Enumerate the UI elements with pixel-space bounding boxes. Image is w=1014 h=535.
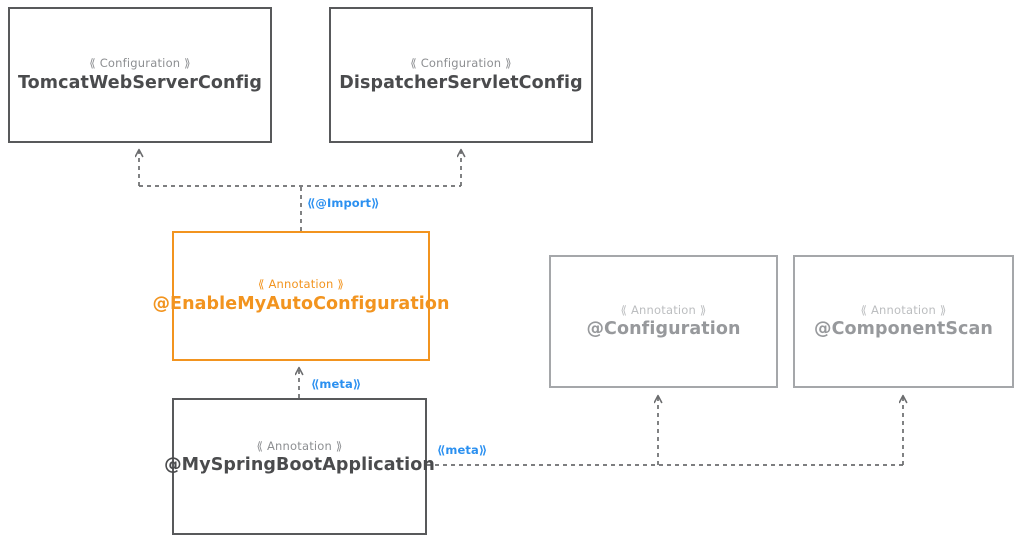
node-component-scan[interactable]: ⟪ Annotation ⟫ @ComponentScan — [793, 255, 1014, 388]
edge-label-meta-enable: ⟪meta⟫ — [311, 377, 362, 391]
node-stereotype: ⟪ Annotation ⟫ — [620, 302, 707, 317]
node-title: @EnableMyAutoConfiguration — [152, 293, 450, 314]
node-my-spring-boot-application[interactable]: ⟪ Annotation ⟫ @MySpringBootApplication — [164, 398, 435, 535]
edge-label-import: ⟪@Import⟫ — [307, 196, 380, 210]
node-title: DispatcherServletConfig — [339, 72, 583, 93]
node-stereotype: ⟪ Configuration ⟫ — [89, 56, 191, 71]
edge-import — [139, 150, 461, 231]
node-title: @MySpringBootApplication — [164, 455, 435, 476]
edge-label-meta-right: ⟪meta⟫ — [437, 443, 488, 457]
node-enable-my-auto-configuration[interactable]: ⟪ Annotation ⟫ @EnableMyAutoConfiguratio… — [152, 231, 449, 361]
node-stereotype: ⟪ Annotation ⟫ — [860, 302, 947, 317]
node-tomcat-web-server-config[interactable]: ⟪ Configuration ⟫ TomcatWebServerConfig — [8, 7, 272, 143]
node-stereotype: ⟪ Annotation ⟫ — [256, 438, 343, 453]
node-configuration[interactable]: ⟪ Annotation ⟫ @Configuration — [549, 255, 778, 388]
node-stereotype: ⟪ Configuration ⟫ — [410, 56, 512, 71]
node-title: TomcatWebServerConfig — [17, 72, 263, 93]
edge-meta-right — [427, 396, 903, 466]
node-title: @ComponentScan — [814, 319, 993, 340]
node-title: @Configuration — [586, 319, 741, 340]
node-stereotype: ⟪ Annotation ⟫ — [258, 277, 344, 292]
node-dispatcher-servlet-config[interactable]: ⟪ Configuration ⟫ DispatcherServletConfi… — [329, 7, 593, 143]
